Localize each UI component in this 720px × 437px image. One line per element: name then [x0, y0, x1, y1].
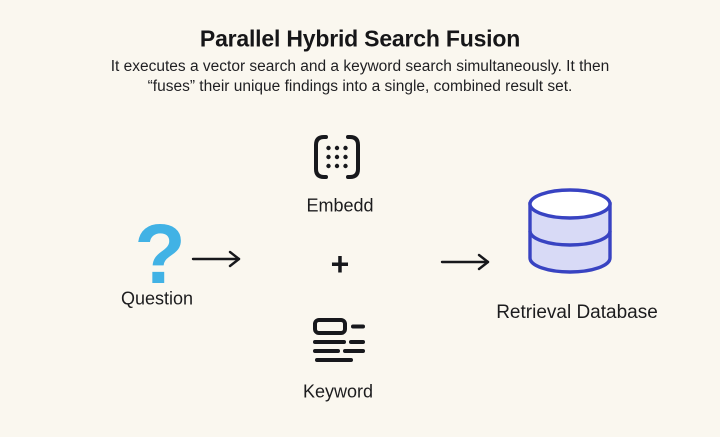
plus-icon: +	[330, 246, 350, 282]
keyword-icon	[311, 316, 367, 366]
subtitle-line-2: “fuses” their unique findings into a sin…	[147, 78, 573, 95]
question-mark-icon: ?	[134, 207, 186, 301]
database-label: Retrieval Database	[496, 302, 658, 323]
arrow-right-icon	[191, 249, 243, 269]
keyword-label: Keyword	[302, 381, 374, 402]
embedding-icon	[311, 132, 363, 182]
embedding-label: Embedd	[306, 195, 374, 216]
subtitle-line-1: It executes a vector search and a keywor…	[110, 58, 610, 75]
subtitle: It executes a vector search and a keywor…	[111, 57, 610, 97]
database-icon	[522, 183, 618, 279]
page-title: Parallel Hybrid Search Fusion	[199, 25, 521, 52]
question-label: Question	[120, 288, 194, 309]
arrow-right-icon	[440, 252, 492, 272]
